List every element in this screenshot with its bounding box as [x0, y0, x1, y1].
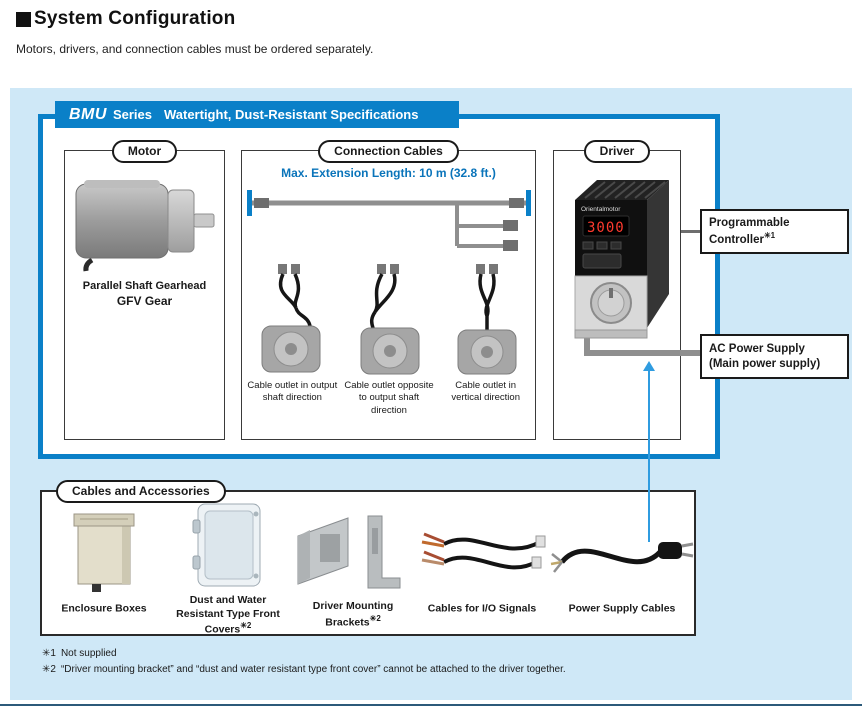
series-brand: BMU: [69, 105, 107, 123]
accessory-caption: Cables for I/O Signals: [427, 602, 537, 615]
cable-variant-caption: Cable outlet opposite to output shaft di…: [344, 380, 434, 416]
ac-power-line-horizontal: [584, 350, 700, 356]
ac-power-supply-line2: (Main power supply): [709, 357, 821, 370]
page-title-row: System Configuration: [16, 8, 235, 30]
ac-power-supply-box: AC Power Supply (Main power supply): [700, 334, 849, 379]
max-extension-length-label: Max. Extension Length: 10 m (32.8 ft.): [281, 166, 496, 180]
programmable-controller-note: ✳1: [763, 230, 776, 240]
accessory-item: Dust and Water Resistant Type Front Cove…: [166, 500, 290, 636]
accessories-label-pill: Cables and Accessories: [56, 480, 226, 503]
driver-label-pill: Driver: [583, 140, 651, 163]
footnote-2: ✳2“Driver mounting bracket” and “dust an…: [42, 664, 566, 675]
accessories-row: Enclosure Boxes Dust and Water Resistant…: [42, 500, 696, 636]
motor-caption-line2: GFV Gear: [116, 294, 173, 308]
driver-brand-text: Orientalmotor: [581, 206, 621, 213]
cable-variant: Cable outlet opposite to output shaft di…: [341, 258, 438, 417]
cable-variants: Cable outlet in output shaft direction C…: [244, 258, 534, 417]
cable-length-diagram: [247, 188, 531, 265]
accessory-caption: Dust and Water Resistant Type Front Cove…: [176, 594, 280, 636]
page-subtitle: Motors, drivers, and connection cables m…: [16, 42, 374, 56]
front-cover-image: [172, 500, 284, 590]
cable-variant: Cable outlet in vertical direction: [437, 258, 534, 417]
series-word: Series: [112, 107, 152, 122]
motor-caption-line1: Parallel Shaft Gearhead: [82, 280, 207, 292]
power-cable-arrow-line: [648, 370, 650, 542]
motor-label-pill: Motor: [111, 140, 178, 163]
accessory-caption: Power Supply Cables: [568, 602, 676, 615]
programmable-controller-box: Programmable Controller✳1: [700, 209, 849, 254]
power-cable-arrow-icon: [643, 361, 655, 371]
accessory-item: Driver Mounting Brackets✳2: [290, 500, 416, 632]
cable-variant-caption: Cable outlet in output shaft direction: [247, 380, 338, 404]
accessory-item: Power Supply Cables: [548, 500, 696, 632]
accessory-item: Cables for I/O Signals: [416, 500, 548, 632]
accessory-item: Enclosure Boxes: [42, 500, 166, 632]
cable-outlet-opposite-image: [345, 258, 433, 376]
driver-image: Orientalmotor 3000: [561, 176, 673, 351]
ac-power-line-vertical: [584, 330, 590, 356]
page-title: System Configuration: [34, 8, 236, 29]
ac-power-supply-line1: AC Power Supply: [709, 342, 805, 355]
motor-caption: Parallel Shaft Gearhead GFV Gear: [66, 280, 223, 308]
series-spec: Watertight, Dust-Resistant Specification…: [163, 107, 419, 122]
connection-cables-label-pill: Connection Cables: [318, 140, 459, 163]
series-banner: BMU Series Watertight, Dust-Resistant Sp…: [55, 101, 459, 128]
bottom-rule: [0, 704, 862, 706]
cable-variant: Cable outlet in output shaft direction: [244, 258, 341, 417]
cable-outlet-vertical-image: [442, 258, 530, 376]
programmable-controller-label: Programmable Controller: [709, 216, 790, 246]
cable-outlet-output-shaft-image: [248, 258, 336, 376]
accessory-caption: Enclosure Boxes: [61, 602, 147, 615]
title-square-icon: [16, 11, 31, 27]
motor-image: [70, 170, 220, 277]
accessory-caption: Driver Mounting Brackets✳2: [312, 600, 394, 629]
mounting-bracket-image: [290, 500, 416, 596]
driver-display: 3000: [587, 220, 625, 236]
cable-variant-caption: Cable outlet in vertical direction: [451, 380, 520, 404]
power-cable-image: [548, 500, 696, 596]
io-cable-image: [416, 500, 548, 596]
enclosure-box-image: [48, 500, 160, 596]
